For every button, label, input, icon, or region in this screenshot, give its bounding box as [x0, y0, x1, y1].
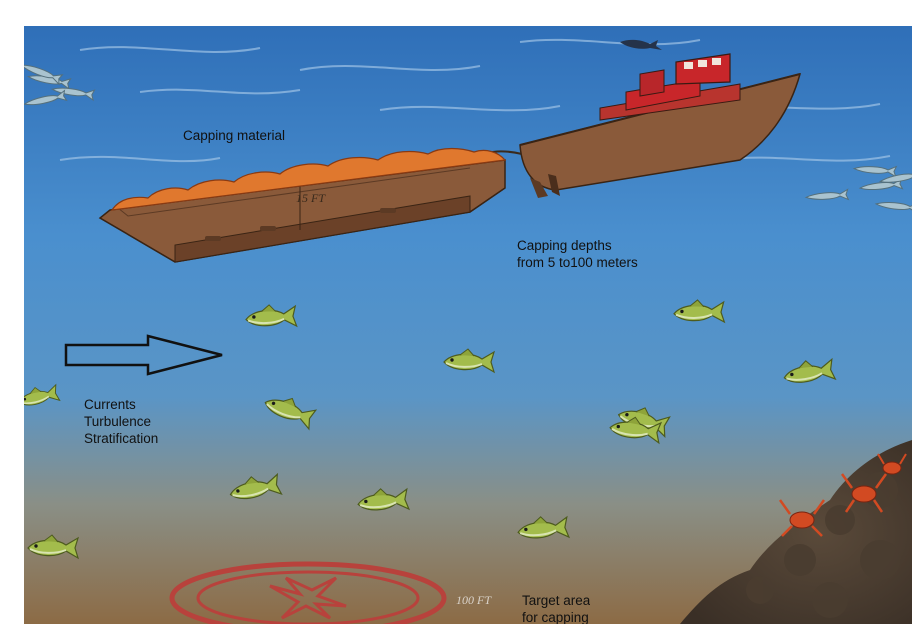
target-area-label: Target area for capping	[522, 592, 590, 624]
stratification-line: Stratification	[84, 430, 158, 447]
barge-depth-mark: 15 FT	[296, 191, 326, 205]
turbulence-line: Turbulence	[84, 413, 158, 430]
left-margin	[0, 0, 24, 624]
target-area-line-1: Target area	[522, 592, 590, 609]
capping-depths-line-2: from 5 to100 meters	[517, 254, 638, 271]
currents-label: Currents Turbulence Stratification	[84, 396, 158, 447]
target-area-line-2: for capping	[522, 609, 590, 624]
capping-material-label: Capping material	[183, 127, 285, 144]
capping-depths-line-1: Capping depths	[517, 237, 638, 254]
currents-line: Currents	[84, 396, 158, 413]
capping-depths-label: Capping depths from 5 to100 meters	[517, 237, 638, 271]
top-margin	[0, 0, 912, 26]
target-depth-mark: 100 FT	[456, 593, 492, 607]
